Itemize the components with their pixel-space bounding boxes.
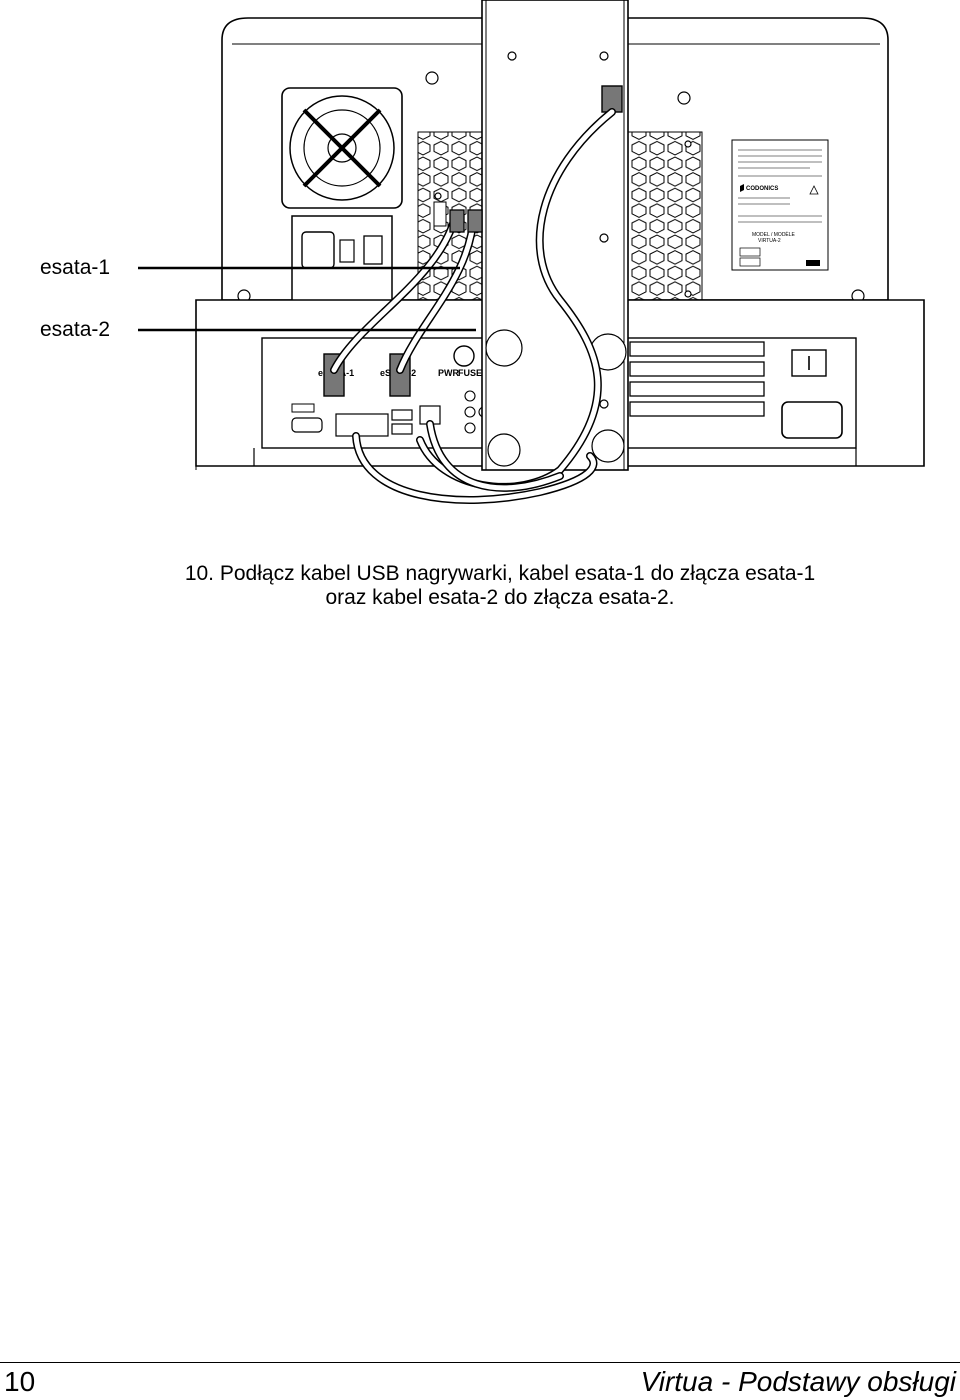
caption-line-1: 10. Podłącz kabel USB nagrywarki, kabel … [184,562,816,585]
fuse-text: FUSE [458,368,482,378]
esata2-callout-label: esata-2 [40,318,111,341]
step-caption: 10. Podłącz kabel USB nagrywarki, kabel … [120,562,880,610]
esata1-callout-label: esata-1 [40,256,111,279]
page-number: 10 [4,1366,36,1397]
pwr-text: PWR [438,368,459,378]
model-label-1: MODEL / MODÈLE [752,231,796,238]
model-label-2: VIRTUA-2 [758,238,781,244]
fan-grille [281,87,403,209]
rating-label: CODONICS MODEL / MODÈLE VIRTUA-2 [731,139,829,271]
brand-text: CODONICS [746,186,778,192]
mounting-bracket [481,0,629,471]
caption-line-2: oraz kabel esata-2 do złącza esata-2. [325,586,675,609]
document-title: Virtua - Podstawy obsługi [640,1366,956,1397]
footer-rule [0,1362,960,1363]
device-rear-illustration: CODONICS MODEL / MODÈLE VIRTUA-2 [138,0,925,504]
